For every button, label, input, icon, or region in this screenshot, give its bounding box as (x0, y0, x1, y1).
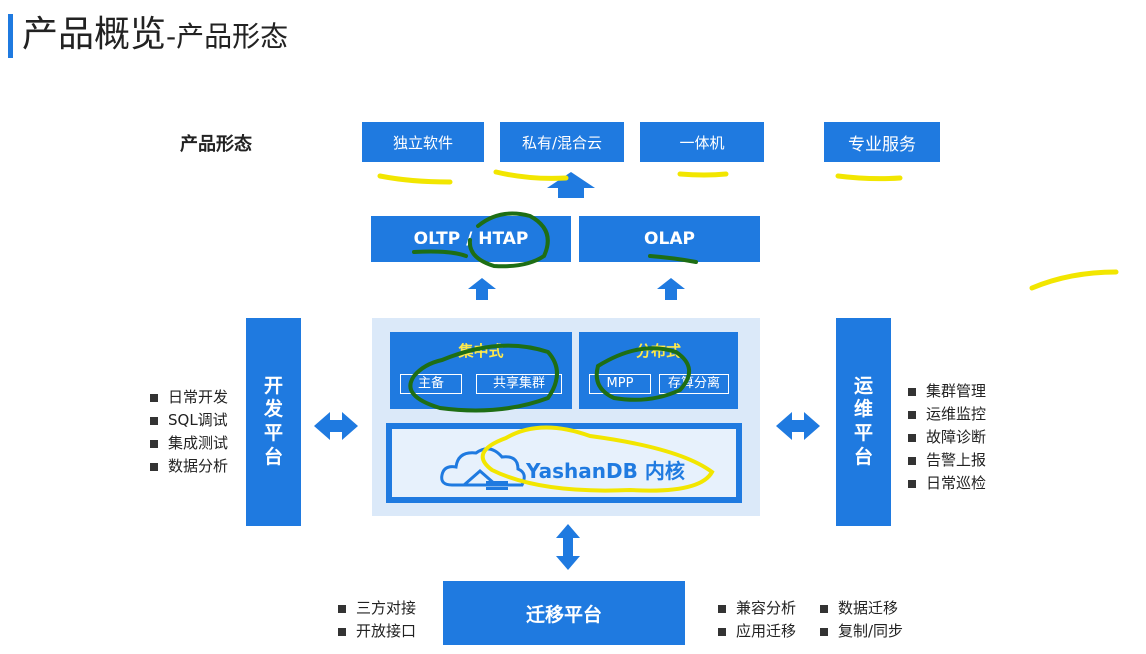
ops-feature-item: 日常巡检 (908, 472, 986, 495)
ops-platform-feature-list: 集群管理 运维监控 故障诊断 告警上报 日常巡检 (908, 380, 986, 495)
migration-platform-box: 迁移平台 (443, 581, 685, 645)
migration-right-feature-list-b: 数据迁移 复制/同步 (820, 597, 903, 643)
kernel-label: YashanDB 内核 (526, 459, 685, 483)
dev-platform-char: 发 (263, 398, 283, 421)
ops-platform-char: 台 (853, 445, 873, 468)
migration-feature-item: 兼容分析 (718, 597, 796, 620)
dev-feature-item: 数据分析 (150, 455, 228, 478)
annotation-circle (467, 211, 550, 269)
chip-mpp: MPP (589, 374, 651, 394)
migration-feature-item: 数据迁移 (820, 597, 903, 620)
up-arrow-icon (657, 278, 685, 300)
chip-shared-cluster: 共享集群 (476, 374, 562, 394)
annotation-circle (594, 346, 691, 402)
ops-feature-item: 集群管理 (908, 380, 986, 403)
page-title-sub: -产品形态 (166, 20, 289, 53)
page-title-main: 产品概览 (22, 14, 167, 55)
vertical-double-arrow-icon (556, 524, 580, 570)
dev-platform-box: 开 发 平 台 (246, 318, 301, 526)
annotation-underline (412, 249, 468, 258)
annotation-circle (480, 425, 715, 493)
annotation-underline (493, 169, 569, 181)
dev-feature-item: SQL调试 (150, 409, 228, 432)
annotation-underline (377, 173, 453, 185)
migration-right-feature-list-a: 兼容分析 应用迁移 (718, 597, 796, 643)
migration-feature-item: 应用迁移 (718, 620, 796, 643)
kernel-inner: YashanDB 内核 (392, 429, 736, 497)
annotation-underline (677, 171, 729, 178)
page-title: 产品概览-产品形态 (22, 10, 288, 60)
up-arrow-icon (547, 172, 595, 198)
dev-platform-char: 台 (263, 445, 283, 468)
ops-platform-box: 运 维 平 台 (836, 318, 891, 526)
dev-feature-item: 日常开发 (150, 386, 228, 409)
chip-primary-standby: 主备 (400, 374, 462, 394)
ops-feature-item: 运维监控 (908, 403, 986, 426)
ops-platform-char: 平 (853, 422, 873, 444)
migration-feature-item: 复制/同步 (820, 620, 903, 643)
ops-feature-item: 告警上报 (908, 449, 986, 472)
double-arrow-icon (314, 412, 358, 440)
form-standalone-software: 独立软件 (362, 122, 484, 162)
ops-platform-char: 运 (853, 374, 873, 397)
migration-left-feature-list: 三方对接 开放接口 (338, 597, 416, 643)
dev-platform-feature-list: 日常开发 SQL调试 集成测试 数据分析 (150, 386, 228, 478)
cloud-house-logo-icon (440, 447, 526, 490)
annotation-circle (408, 343, 559, 413)
ops-platform-char: 维 (853, 398, 873, 421)
migration-feature-item: 三方对接 (338, 597, 416, 620)
form-private-hybrid-cloud: 私有/混合云 (500, 122, 624, 162)
form-appliance: 一体机 (640, 122, 764, 162)
product-forms-label: 产品形态 (180, 134, 252, 155)
up-arrow-icon (468, 278, 496, 300)
ops-feature-item: 故障诊断 (908, 426, 986, 449)
annotation-underline (835, 173, 903, 182)
title-accent-bar (8, 14, 13, 58)
arch-olap: OLAP (579, 216, 760, 262)
double-arrow-icon (776, 412, 820, 440)
form-professional-services: 专业服务 (824, 122, 940, 162)
dev-platform-char: 平 (263, 422, 283, 444)
dev-feature-item: 集成测试 (150, 432, 228, 455)
dev-platform-char: 开 (263, 374, 283, 397)
annotation-underline (648, 254, 698, 264)
migration-feature-item: 开放接口 (338, 620, 416, 643)
annotation-stroke (1029, 269, 1119, 291)
